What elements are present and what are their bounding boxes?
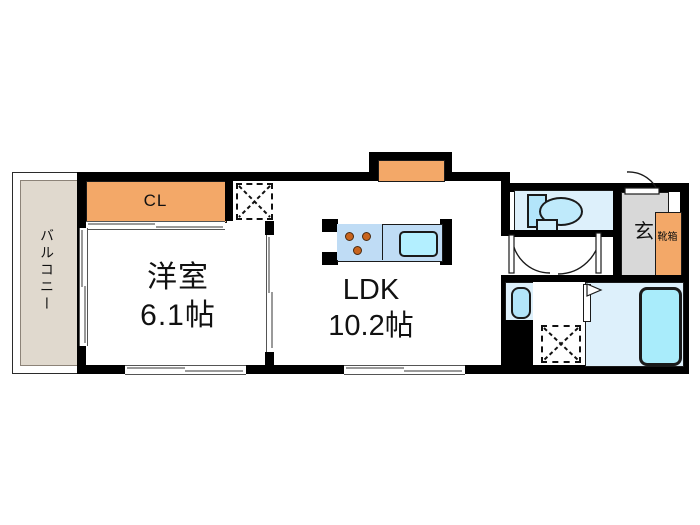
kitchen-stovetop [337, 224, 383, 260]
closet-side-wall [225, 181, 233, 221]
interior-wall-ldk-right-upper [501, 181, 510, 226]
washitsu-label-name: 洋室 [147, 261, 209, 294]
closet-sliding-doors [86, 221, 225, 230]
partition-wall-bottom-stub [265, 352, 274, 365]
stove-burner-2 [362, 232, 371, 241]
stove-burner-3 [353, 246, 362, 255]
kitchen-counter-end-left [322, 219, 338, 232]
balcony-sliding-door [79, 228, 88, 346]
ldk-label-name: LDK [342, 274, 400, 306]
washer-space-marker [541, 325, 581, 363]
exterior-wall-top-bay-right [443, 152, 452, 181]
exterior-wall-top-right [443, 172, 509, 181]
hallway-door-swing [556, 232, 604, 276]
genkan-label: 玄 [634, 221, 654, 243]
partition-wall-top-stub [265, 221, 274, 235]
wc-wall-bottom [510, 230, 620, 237]
toilet-bowl [539, 197, 583, 226]
interior-wall-ldk-right-mid [501, 226, 510, 236]
ldk-label-size: 10.2帖 [328, 310, 414, 342]
exterior-wall-top-left [77, 172, 375, 181]
kitchen-sink [399, 231, 438, 257]
entry-door-swing [624, 170, 665, 195]
exterior-wall-top-bay-left [369, 152, 378, 181]
bathroom-door-handle-icon [586, 283, 604, 297]
washitsu-window [125, 365, 246, 375]
bathtub [639, 287, 682, 366]
exterior-wall-top-bay [369, 152, 451, 160]
washitsu-label-size: 6.1帖 [140, 299, 216, 332]
ldk-window [344, 365, 465, 375]
pipe-shaft-marker-top-left [236, 183, 273, 220]
entrance-wall-left [613, 190, 621, 275]
ldk-upper-closet [378, 160, 445, 182]
kitchen-counter-end-left-lower [322, 252, 338, 265]
closet-cl-label: CL [143, 191, 168, 210]
wc-wall-top [510, 183, 620, 190]
washbasin-lower-wall [501, 320, 533, 365]
wc-door-swing [508, 234, 556, 275]
shoe-box [655, 212, 682, 277]
hallway-area [556, 237, 621, 275]
ldk-room-area [274, 181, 501, 365]
shoe-box-label: 靴箱 [657, 232, 678, 243]
balcony-label: バルコニー [39, 228, 55, 313]
stove-burner-1 [345, 232, 354, 241]
kitchen-counter-end-right [440, 219, 452, 265]
balcony-area [20, 180, 78, 366]
washbasin [511, 287, 531, 319]
washroom-wall-top [501, 275, 689, 282]
